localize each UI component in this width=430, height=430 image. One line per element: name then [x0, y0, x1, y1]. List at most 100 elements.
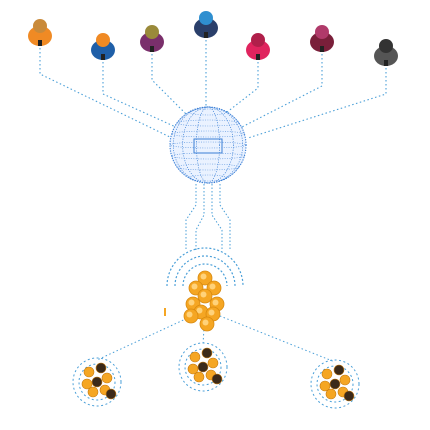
globe-parallel — [188, 174, 228, 182]
person-icon — [310, 25, 334, 52]
person-shoulders — [28, 26, 52, 46]
globe-parallel — [176, 163, 240, 171]
person-head — [379, 39, 393, 53]
coin — [339, 374, 351, 386]
coin — [87, 386, 99, 398]
person-device — [384, 60, 388, 66]
person-head — [251, 33, 265, 47]
coin-shine — [212, 299, 219, 306]
signal-wave — [182, 263, 228, 287]
coin-shine — [202, 319, 209, 326]
coin — [197, 361, 209, 373]
person-head — [96, 33, 110, 47]
globe-meridian — [196, 106, 220, 184]
circuit-line — [219, 184, 231, 250]
coin — [343, 390, 355, 402]
connector-line — [39, 48, 173, 139]
signal-wave — [174, 255, 236, 287]
coin — [91, 376, 103, 388]
coin-shine — [200, 273, 207, 280]
coin — [329, 378, 341, 390]
person-device — [204, 32, 208, 38]
person-device — [150, 46, 154, 52]
connector-lines — [39, 40, 387, 363]
coin — [81, 378, 93, 390]
coin-shine — [191, 283, 198, 290]
person-head — [315, 25, 329, 39]
person-shoulders — [91, 40, 115, 60]
coin — [193, 371, 205, 383]
globe-chip — [193, 138, 223, 154]
globe-icon — [169, 106, 247, 184]
connector-line — [221, 62, 259, 117]
globe-parallel — [176, 119, 240, 127]
coin-cluster-icon — [310, 359, 360, 409]
coin-shine — [209, 283, 216, 290]
central-coins-node — [166, 247, 244, 332]
connector-line — [239, 54, 323, 129]
person-head — [199, 11, 213, 25]
person-shoulders — [246, 40, 270, 60]
cluster-ring — [316, 365, 354, 403]
coin — [95, 362, 107, 374]
coin-shine — [208, 309, 215, 316]
circuit-line — [185, 184, 197, 250]
connector-line — [102, 62, 179, 129]
person-icon — [91, 33, 115, 60]
globe-meridian — [182, 106, 234, 184]
coin-shine — [196, 307, 203, 314]
coin — [325, 388, 337, 400]
coin — [319, 380, 331, 392]
coin-shine — [188, 299, 195, 306]
person-device — [101, 54, 105, 60]
coin — [83, 366, 95, 378]
person-shoulders — [310, 32, 334, 52]
person-icon — [194, 11, 218, 38]
connector-line — [204, 309, 336, 363]
person-icon — [246, 33, 270, 60]
globe-outline — [169, 106, 247, 184]
people-row — [28, 11, 398, 66]
globe-parallel — [169, 141, 247, 149]
connector-line — [151, 54, 191, 119]
person-head — [33, 19, 47, 33]
coin — [211, 373, 223, 385]
cluster-ring — [178, 342, 228, 392]
output-coin-nodes — [72, 342, 360, 409]
cluster-ring — [310, 359, 360, 409]
cluster-ring — [72, 357, 122, 407]
coin-cluster-icon — [178, 342, 228, 392]
signal-wave — [166, 247, 244, 287]
globe-parallel — [171, 130, 245, 138]
circuit-lines — [185, 184, 231, 250]
circuit-line — [195, 184, 205, 250]
globe-parallel — [171, 152, 245, 160]
circuit-line — [211, 184, 223, 250]
coin — [333, 364, 345, 376]
person-head — [145, 25, 159, 39]
person-shoulders — [140, 32, 164, 52]
coin — [187, 363, 199, 375]
coin — [105, 388, 117, 400]
coin — [189, 351, 201, 363]
coin-shine — [186, 311, 193, 318]
person-device — [320, 46, 324, 52]
coin — [201, 347, 213, 359]
coin — [207, 357, 219, 369]
cluster-ring — [184, 348, 222, 386]
coin — [321, 368, 333, 380]
person-icon — [140, 25, 164, 52]
connector-line — [247, 68, 387, 139]
coin-shine — [200, 291, 207, 298]
person-shoulders — [194, 18, 218, 38]
coin-cluster-icon — [72, 357, 122, 407]
person-shoulders — [374, 46, 398, 66]
cluster-ring — [78, 363, 116, 401]
connector-line — [202, 309, 206, 346]
coin — [101, 372, 113, 384]
person-device — [38, 40, 42, 46]
person-device — [256, 54, 260, 60]
person-icon — [28, 19, 52, 46]
person-icon — [374, 39, 398, 66]
